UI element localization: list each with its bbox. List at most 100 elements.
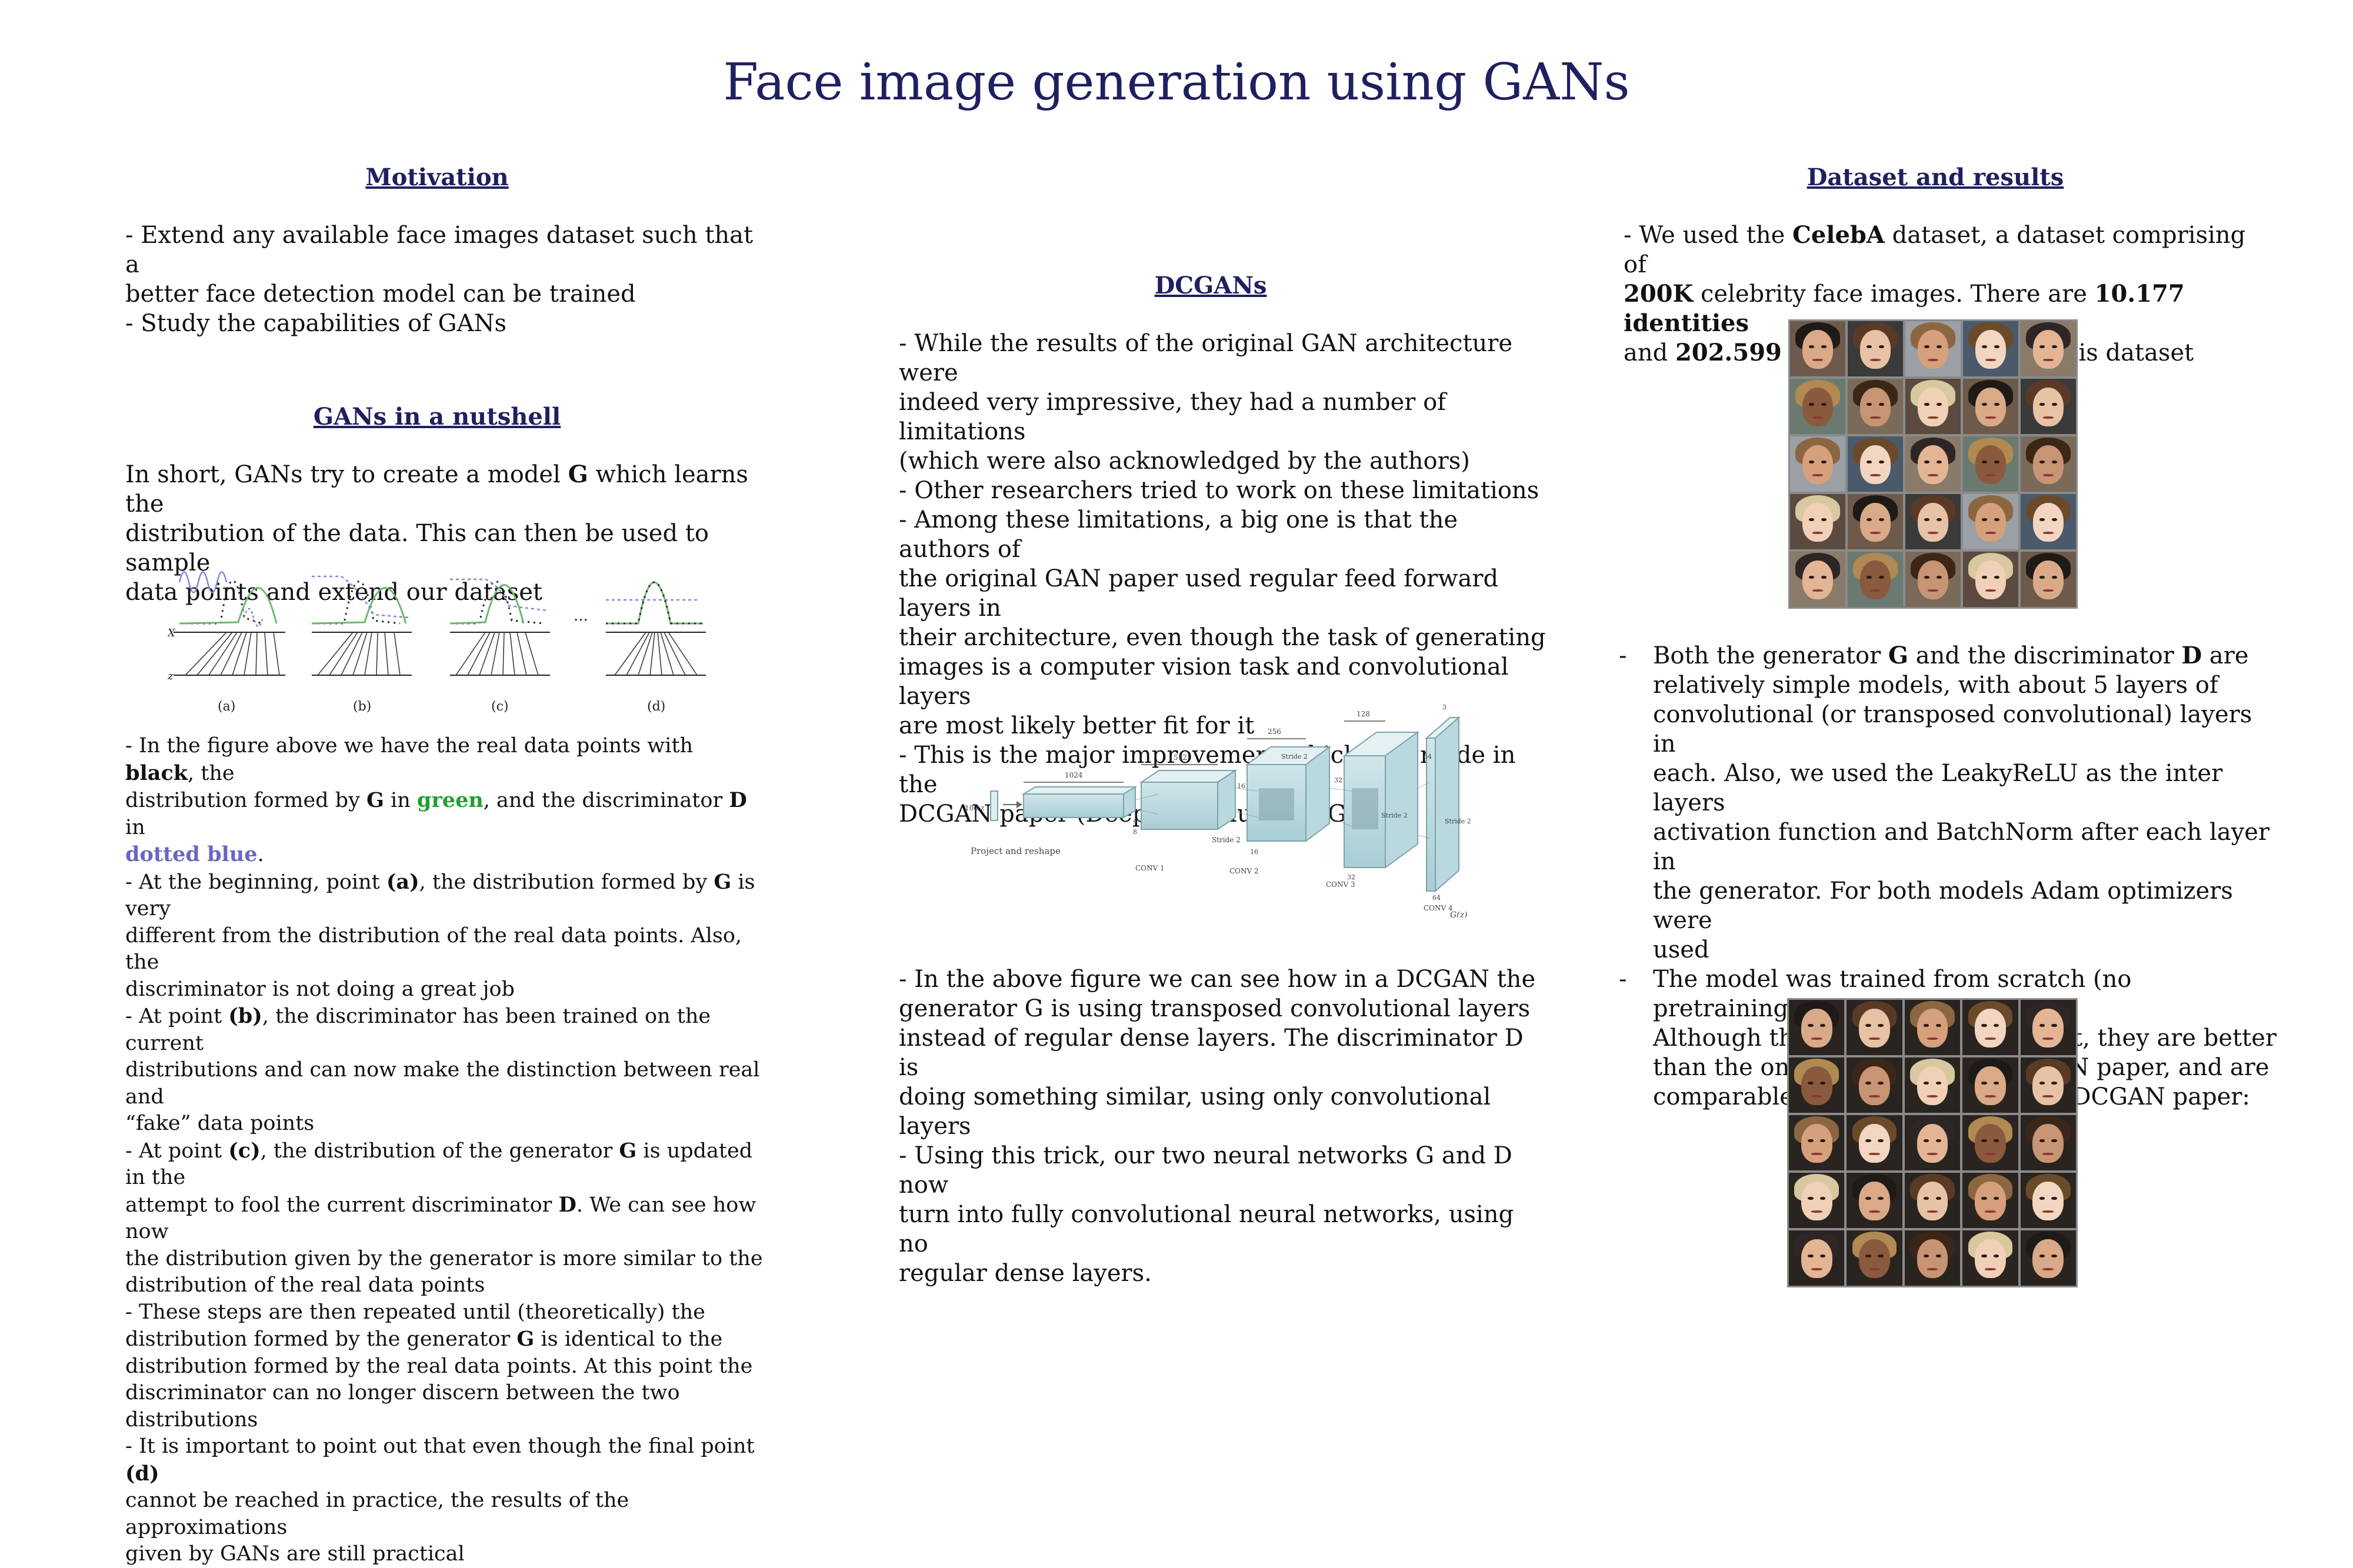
svg-text:16: 16 xyxy=(1250,848,1258,856)
conv-block-4: 128 32 Stride 2 32 CONV 3 xyxy=(1326,710,1420,889)
svg-text:64: 64 xyxy=(1432,894,1441,902)
explanation-line: distributions xyxy=(125,1407,258,1432)
face-thumbnail xyxy=(2020,1173,2076,1228)
motivation-line: - Extend any available face images datas… xyxy=(125,222,754,278)
face-thumbnail xyxy=(1789,1173,1845,1228)
face-thumbnail xyxy=(2021,494,2076,549)
face-thumbnail xyxy=(1905,436,1961,492)
face-thumbnail xyxy=(2020,1115,2076,1170)
face-thumbnail xyxy=(1962,1230,2018,1286)
figure-axis-z: z xyxy=(168,670,174,682)
face-thumbnail xyxy=(2021,321,2076,376)
dim-256: 256 xyxy=(1268,728,1281,736)
svg-text:8: 8 xyxy=(1133,828,1137,836)
dcgan-after-line: doing something similar, using only conv… xyxy=(899,1083,1491,1140)
figure-panel-a: X z (a) xyxy=(168,571,285,714)
explanation-line: - At point (c), the distribution of the … xyxy=(125,1138,753,1190)
face-thumbnail xyxy=(1848,436,1903,492)
dim-1024: 1024 xyxy=(1065,771,1083,779)
svg-text:Stride 2: Stride 2 xyxy=(1281,753,1308,760)
svg-text:32: 32 xyxy=(1347,873,1355,881)
face-thumbnail xyxy=(1847,1000,1902,1055)
face-thumbnail xyxy=(1963,379,2018,434)
face-thumbnail xyxy=(1789,1115,1845,1170)
face-thumbnail xyxy=(1963,552,2018,607)
z-vector xyxy=(990,790,998,821)
motivation-heading: Motivation xyxy=(365,164,509,191)
svg-text:3: 3 xyxy=(1442,703,1447,711)
generated-sample-grid xyxy=(1787,998,2078,1287)
dcgan-line: their architecture, even though the task… xyxy=(899,624,1546,651)
face-thumbnail xyxy=(1963,321,2018,376)
conv4-label: CONV 4 xyxy=(1424,904,1453,912)
poster-title: Face image generation using GANs xyxy=(723,53,1630,112)
dataset-heading: Dataset and results xyxy=(1807,164,2064,191)
dcgan-line: indeed very impressive, they had a numbe… xyxy=(899,389,1446,445)
bullet-model-details: - Both the generator G and the discrimin… xyxy=(1619,642,2270,963)
explanation-line: distributions and can now make the disti… xyxy=(125,1058,760,1109)
dcgan-line: - While the results of the original GAN … xyxy=(899,330,1513,386)
dcgan-architecture-diagram: 100 z Project and reshape 1024 4 512 8 S… xyxy=(965,703,1471,918)
svg-text:64: 64 xyxy=(1424,753,1432,760)
face-thumbnail xyxy=(1904,1000,1961,1055)
face-thumbnail xyxy=(1904,1230,1961,1286)
dcgan-after-line: instead of regular dense layers. The dis… xyxy=(899,1025,1524,1081)
face-thumbnail xyxy=(1789,1057,1845,1113)
face-thumbnail xyxy=(1790,494,1845,549)
dcgan-after-line: generator G is using transposed convolut… xyxy=(899,995,1531,1022)
face-thumbnail xyxy=(2021,552,2076,607)
svg-text:4: 4 xyxy=(1133,818,1137,825)
dcgan-line: - Among these limitations, a big one is … xyxy=(899,506,1458,563)
motivation-line: - Study the capabilities of GANs xyxy=(125,310,507,337)
explanation-line: different from the distribution of the r… xyxy=(125,923,742,975)
face-thumbnail xyxy=(1789,1000,1845,1055)
face-thumbnail xyxy=(1789,1230,1845,1286)
face-thumbnail xyxy=(1905,379,1961,434)
nutshell-intro: In short, GANs try to create a model G w… xyxy=(125,460,761,607)
dcgan-line: images is a computer vision task and con… xyxy=(899,653,1509,710)
figure-ellipsis: ... xyxy=(574,607,588,625)
face-thumbnail xyxy=(1848,321,1903,376)
explanation-line: given by GANs are still practical xyxy=(125,1542,465,1566)
dataset-line: - We used the CelebA dataset, a dataset … xyxy=(1624,221,2246,278)
explanation-line: attempt to fool the current discriminato… xyxy=(125,1192,756,1244)
explanation-line: dotted blue. xyxy=(125,842,264,866)
explanation-line: - At the beginning, point (a), the distr… xyxy=(125,869,755,921)
output-block: 3 64 64 CONV 4 Stride 2 G(z) xyxy=(1424,703,1471,918)
face-thumbnail xyxy=(1905,494,1961,549)
conv3-label: CONV 3 xyxy=(1326,880,1355,889)
dcgan-after-line: turn into fully convolutional neural net… xyxy=(899,1201,1514,1257)
celeba-sample-grid xyxy=(1788,319,2078,609)
explanation-line: “fake” data points xyxy=(125,1112,315,1135)
face-thumbnail xyxy=(1790,552,1845,607)
figure-label-a: (a) xyxy=(218,699,235,714)
face-thumbnail xyxy=(1847,1173,1902,1228)
figure-panel-b: (b) xyxy=(311,575,412,714)
explanation-line: distribution formed by the generator G i… xyxy=(125,1327,723,1351)
project-reshape-label: Project and reshape xyxy=(971,846,1061,856)
face-thumbnail xyxy=(1905,552,1961,607)
face-thumbnail xyxy=(1904,1057,1961,1113)
face-thumbnail xyxy=(2021,379,2076,434)
gan-distribution-figure: X z (a) (b) (c) ... xyxy=(168,571,706,714)
face-thumbnail xyxy=(2020,1230,2076,1286)
dim-512: 512 xyxy=(1174,753,1187,762)
explanation-line: distribution formed by G in green, and t… xyxy=(125,788,747,839)
face-thumbnail xyxy=(1847,1057,1902,1113)
dcgan-after-line: regular dense layers. xyxy=(899,1260,1152,1287)
face-thumbnail xyxy=(1848,552,1903,607)
figure-panel-d: (d) xyxy=(606,581,706,714)
conv-block-2: 512 8 Stride 2 CONV 1 xyxy=(1133,753,1241,872)
face-thumbnail xyxy=(1962,1115,2018,1170)
svg-text:Stride 2: Stride 2 xyxy=(1445,818,1471,825)
dcgan-explanation: - In the above figure we can see how in … xyxy=(899,965,1546,1288)
dcgan-line: - Other researchers tried to work on the… xyxy=(899,477,1539,504)
face-thumbnail xyxy=(1847,1115,1902,1170)
face-thumbnail xyxy=(1962,1057,2018,1113)
dim-128: 128 xyxy=(1357,710,1370,718)
svg-text:16: 16 xyxy=(1237,782,1245,790)
face-thumbnail xyxy=(1963,494,2018,549)
face-thumbnail xyxy=(1790,436,1845,492)
dcgan-line: are most likely better fit for it xyxy=(899,712,1255,739)
figure-label-c: (c) xyxy=(491,699,509,714)
